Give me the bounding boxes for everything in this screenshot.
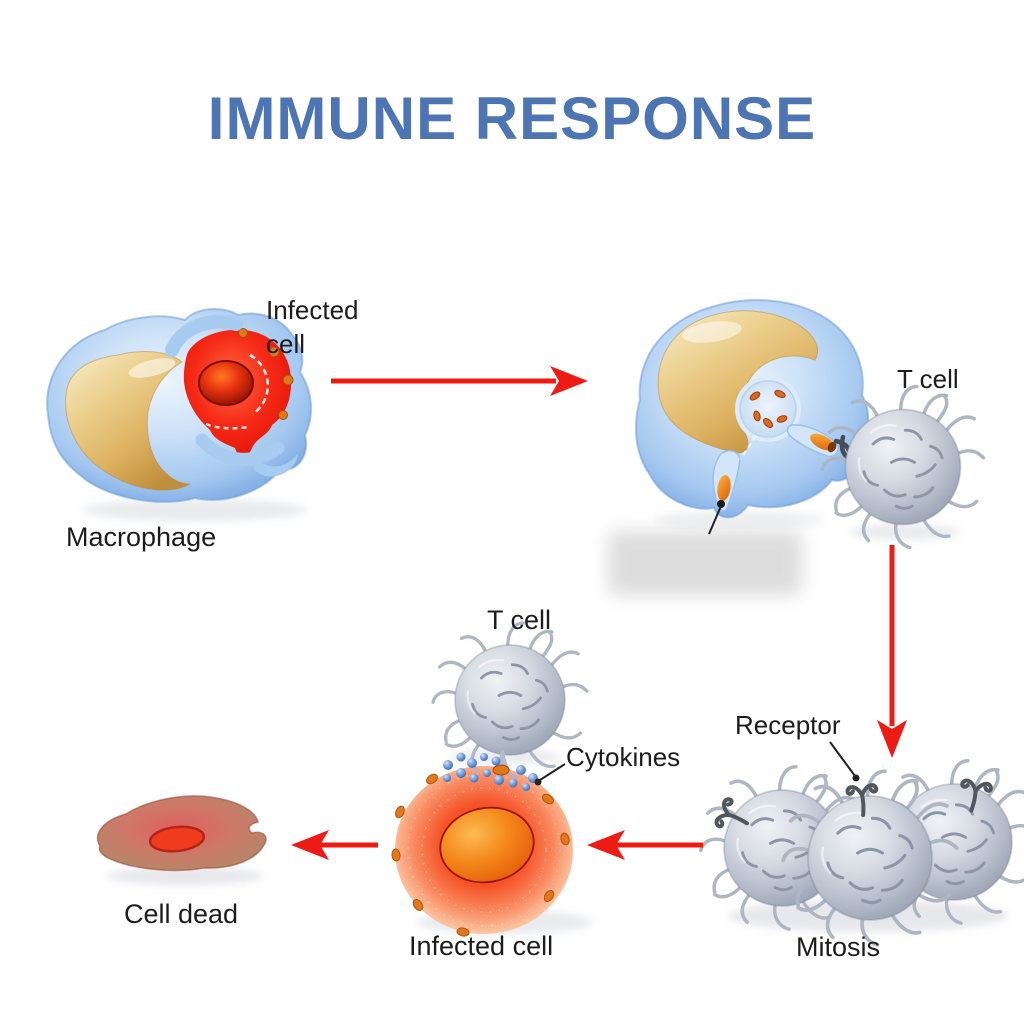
pointer-line-cytokines: [534, 763, 566, 786]
label-cytokines: Cytokines: [566, 742, 681, 772]
label-infected-cell-engulfed: Infected cell: [266, 295, 359, 359]
label-macrophage: Macrophage: [66, 522, 217, 552]
t-cell-illustration-middle: [431, 621, 589, 779]
pointer-line-receptor: [829, 741, 860, 782]
label-receptor: Receptor: [735, 710, 841, 740]
antigen-vesicle: [735, 376, 801, 442]
antigen-presenting-macrophage-illustration: [634, 299, 870, 519]
engulfed-cell-nucleus: [198, 360, 254, 406]
membrane-bumps: [238, 328, 294, 420]
dead-cell-illustration: [96, 795, 267, 872]
engulfed-infected-cell-illustration: [165, 314, 298, 477]
label-mitosis: Mitosis: [796, 932, 881, 962]
label-t-cell-middle: T cell: [487, 605, 552, 635]
diagram-title: IMMUNE RESPONSE: [207, 85, 817, 152]
pointer-line-antigen: [708, 505, 722, 535]
antigen-protrusion-bottom: [712, 450, 741, 512]
redacted-label-box: [608, 531, 802, 595]
label-cell-dead: Cell dead: [124, 899, 239, 929]
arrow-infected-cell-to-dead-cell: [291, 830, 378, 860]
arrow-macrophage-to-apc: [331, 366, 588, 396]
macrophage-nucleus: [65, 350, 191, 491]
label-infected-cell-bottom: Infected cell: [409, 931, 554, 961]
cytokine-dots: [443, 752, 538, 791]
label-t-cell-top: T cell: [897, 364, 959, 394]
dead-cell-nucleus: [148, 825, 206, 853]
membrane-bumps: [391, 773, 570, 937]
infected-cell-illustration: [391, 766, 573, 937]
arrow-tcell-to-mitosis: [877, 545, 907, 758]
antigen-fragments: [749, 389, 788, 428]
infected-cell-nucleus: [439, 806, 535, 884]
arrow-mitosis-to-infected-cell: [587, 830, 703, 860]
